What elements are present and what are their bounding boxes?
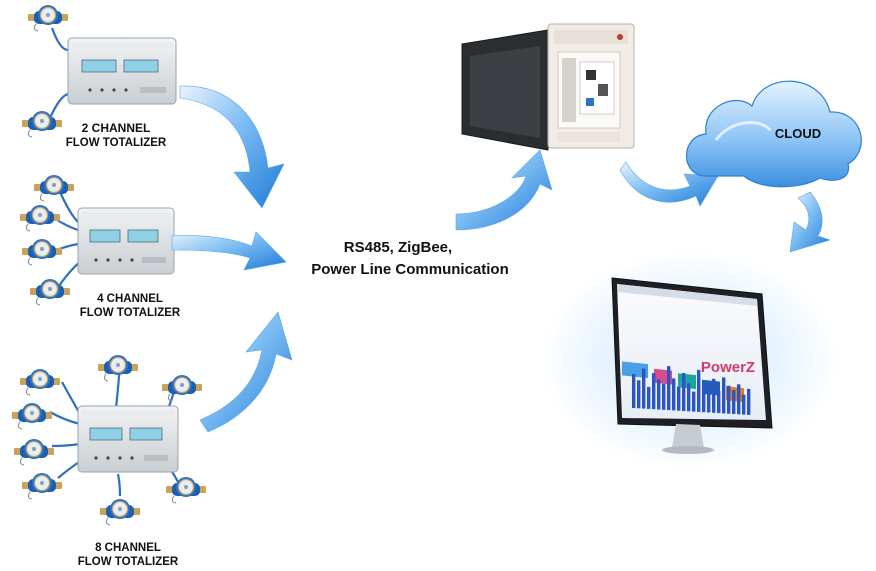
water-meter-icon — [100, 498, 140, 526]
totalizer-panel-2ch — [67, 37, 177, 105]
four-channel-group — [20, 174, 175, 306]
dashboard-bar — [712, 378, 716, 413]
dashboard-bar — [687, 383, 691, 412]
water-meter-icon — [20, 204, 60, 232]
two-channel-label-line2: FLOW TOTALIZER — [66, 137, 167, 149]
eight-channel-label-line1: 8 CHANNEL — [95, 542, 161, 554]
dashboard-bar — [702, 382, 706, 413]
brand-logo: PowerZ — [701, 359, 755, 376]
water-meter-icon — [28, 4, 68, 32]
four-channel-label-line2: FLOW TOTALIZER — [80, 307, 181, 319]
dashboard-bar — [652, 373, 656, 410]
eight-channel-label-line2: FLOW TOTALIZER — [78, 556, 179, 568]
totalizer-panel-4ch — [77, 207, 175, 275]
dashboard-bar — [637, 380, 641, 409]
enclosure-icon — [461, 23, 635, 151]
water-meter-icon — [34, 174, 74, 202]
cloud-icon — [685, 80, 862, 188]
dashboard-bar — [642, 368, 646, 409]
dashboard-tile — [622, 361, 648, 379]
water-meter-icon — [162, 374, 202, 402]
comm-text-line2: Power Line Communication — [311, 261, 509, 278]
dashboard-bar — [747, 388, 751, 415]
eight-channel-group — [12, 354, 206, 526]
arrow-2ch — [179, 85, 285, 209]
arrow-8ch — [199, 311, 293, 433]
monitor-icon — [611, 277, 773, 454]
water-meter-icon — [12, 402, 52, 430]
water-meter-icon — [22, 238, 62, 266]
dashboard-bar — [662, 383, 666, 410]
dashboard-bar-chart — [632, 366, 751, 415]
dashboard-bar — [667, 366, 671, 411]
dashboard-bar — [647, 386, 651, 409]
arrow-to-enclosure — [455, 149, 553, 231]
dashboard-bar — [737, 384, 741, 415]
cloud-label: CLOUD — [775, 126, 821, 141]
four-channel-label-line1: 4 CHANNEL — [97, 293, 163, 305]
water-meter-icon — [22, 110, 62, 138]
two-channel-group — [22, 4, 177, 138]
water-meter-icon — [166, 476, 206, 504]
dashboard-bar — [742, 394, 746, 415]
water-meter-icon — [20, 368, 60, 396]
dashboard-bar — [732, 390, 736, 414]
dashboard-bar — [727, 385, 731, 414]
water-meter-icon — [22, 472, 62, 500]
dashboard-bar — [672, 378, 676, 411]
totalizer-panel-8ch — [77, 405, 179, 473]
comm-text-line1: RS485, ZigBee, — [344, 239, 452, 256]
dashboard-bar — [682, 373, 686, 411]
water-meter-icon — [30, 278, 70, 306]
dashboard-bar — [722, 377, 726, 414]
arrow-to-monitor — [789, 191, 831, 253]
water-meter-icon — [14, 438, 54, 466]
dashboard-bar — [632, 374, 636, 408]
dashboard-bar — [657, 379, 661, 410]
dashboard-tile — [702, 379, 720, 396]
dashboard-bar — [697, 369, 701, 412]
dashboard-bar — [717, 391, 721, 414]
dashboard-bar — [707, 386, 711, 413]
dashboard-bar — [677, 386, 681, 411]
arrow-to-cloud — [619, 161, 719, 207]
dashboard-bar — [692, 391, 696, 412]
two-channel-label-line1: 2 CHANNEL — [82, 121, 151, 135]
arrow-4ch — [171, 231, 287, 271]
